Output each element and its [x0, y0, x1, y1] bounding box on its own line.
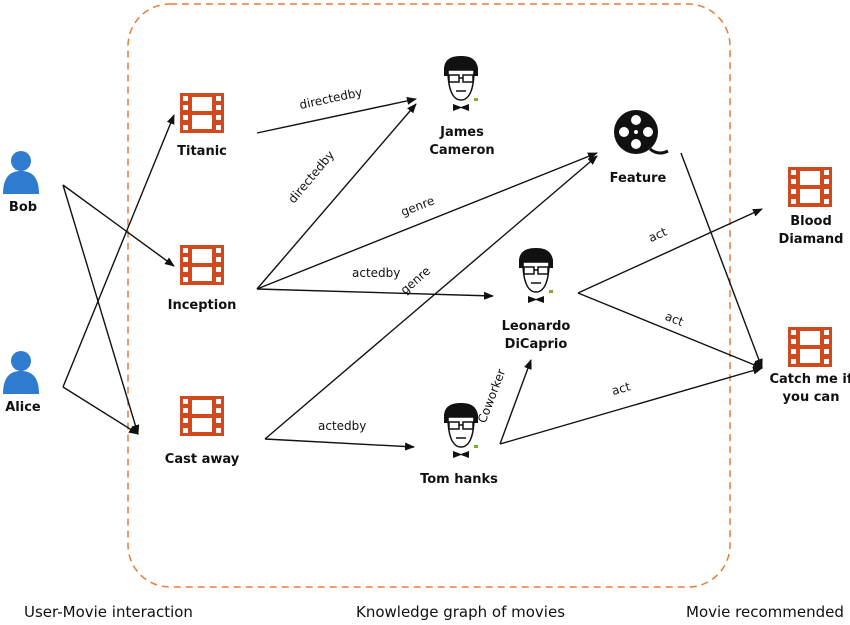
edge-castaway-tom [264, 438, 415, 451]
person-icon [443, 402, 479, 459]
edge-inception-feature [256, 152, 598, 290]
person-label-leo: Leonardo DiCaprio [501, 319, 571, 352]
person-icon [443, 55, 479, 112]
edge-tom-leo [499, 359, 532, 445]
user-icon [3, 351, 39, 394]
edge-inception-james [256, 103, 417, 290]
edge-alice-castaway [62, 386, 139, 435]
section-caption-recommended: Movie recommended [686, 603, 844, 621]
film-icon [788, 327, 832, 367]
edge-bob-castaway [62, 184, 140, 435]
edge-lines [62, 96, 763, 451]
edge-castaway-feature [264, 155, 598, 440]
edge-leo-catchme [577, 292, 763, 369]
film-icon [180, 245, 224, 285]
film-reel-icon [614, 110, 669, 155]
movie-label-titanic: Titanic [177, 144, 227, 159]
section-caption-knowledge-graph: Knowledge graph of movies [356, 603, 566, 621]
edge-label-actedby: actedby [318, 419, 367, 433]
person-label-james: James Cameron [429, 125, 495, 158]
user-label-alice: Alice [5, 400, 41, 415]
film-icon [180, 396, 224, 436]
movie-label-inception: Inception [167, 298, 237, 313]
genre-label-feature: Feature [609, 171, 667, 186]
film-icon [788, 167, 832, 207]
recommended-label-catchme: Catch me if you can [769, 372, 850, 405]
recommended-label-blood: Blood Diamand [778, 214, 844, 247]
film-icon [180, 93, 224, 133]
section-caption-user-movie: User-Movie interaction [24, 603, 193, 621]
person-icon [518, 247, 554, 304]
edge-titanic-james [256, 96, 417, 134]
user-label-bob: Bob [8, 200, 38, 215]
edge-alice-titanic [62, 114, 175, 388]
movie-label-castaway: Cast away [164, 452, 240, 467]
edge-bob-inception [62, 184, 175, 267]
user-icon [3, 151, 39, 194]
edge-inception-leo [256, 288, 494, 300]
edge-leo-blood [577, 208, 763, 294]
edge-label-actedby: actedby [352, 266, 401, 280]
edge-feature-catchme [680, 152, 763, 369]
knowledge-graph-boundary [127, 3, 731, 588]
edge-tom-catchme [499, 366, 763, 445]
person-label-tom: Tom hanks [420, 472, 498, 487]
